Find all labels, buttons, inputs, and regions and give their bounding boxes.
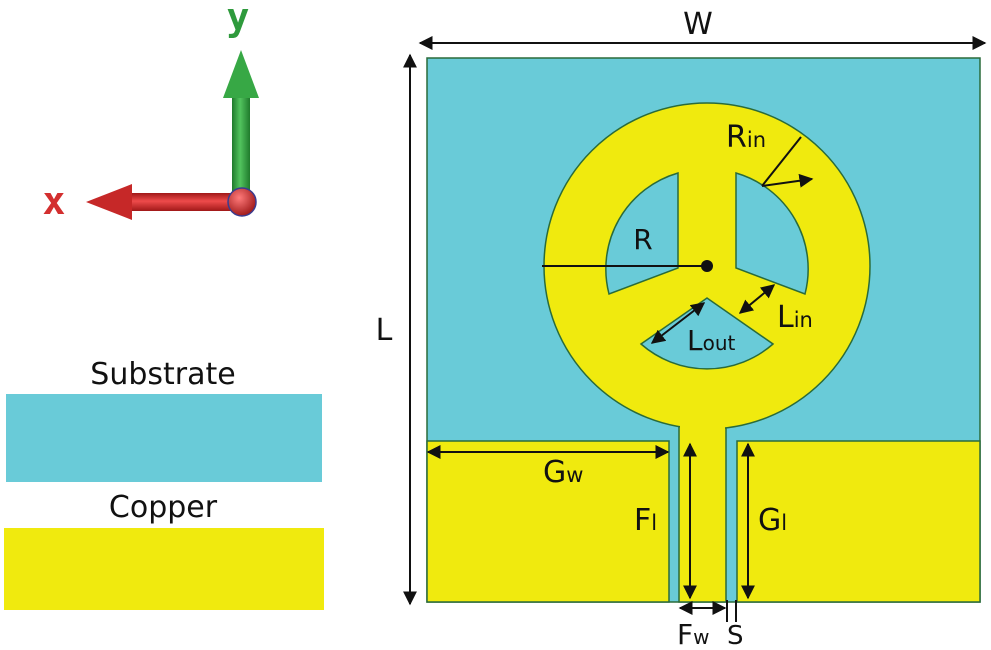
dimension-labels: W L Rin R Lin Lout Gw Fl Gl Fw S (376, 7, 813, 650)
label-Lin: Lin (777, 300, 813, 335)
label-Lout: Lout (687, 324, 736, 357)
label-Fw: Fw (677, 618, 709, 650)
x-axis-arrow-shaft (128, 193, 236, 211)
center-point (701, 260, 713, 272)
label-Gw: Gw (543, 455, 583, 490)
dim-line-Lout (650, 302, 706, 344)
feed-junction (680, 400, 725, 430)
legend-swatch-copper (4, 528, 324, 610)
slot-bottom (639, 297, 775, 370)
label-L: L (376, 313, 393, 348)
legend-swatch-substrate (6, 394, 322, 482)
slot-left (605, 172, 679, 295)
feed-line (678, 411, 727, 603)
x-axis-arrowhead (86, 184, 132, 220)
y-axis-arrowhead (223, 50, 259, 98)
label-W: W (683, 7, 713, 42)
slot-right (735, 172, 809, 295)
label-R: R (633, 223, 652, 256)
ground-plane-right (736, 440, 981, 603)
dim-line-Lin (738, 284, 776, 314)
dimension-lines (403, 36, 987, 622)
x-axis-label: x (43, 179, 66, 223)
y-axis-label: y (227, 0, 250, 39)
ground-plane-left (426, 440, 670, 603)
dim-line-Rin (761, 136, 802, 187)
label-Gl: Gl (758, 503, 787, 538)
legend-label-substrate: Substrate (90, 357, 235, 392)
material-legend: Substrate Copper (4, 357, 324, 610)
legend-label-copper: Copper (109, 490, 218, 525)
label-S: S (727, 621, 744, 650)
label-Fl: Fl (634, 503, 657, 538)
antenna-geometry (426, 57, 981, 603)
axis-triad: y x (43, 0, 259, 223)
axis-origin-ball (227, 187, 257, 217)
y-axis-arrow-shaft (232, 96, 250, 196)
dim-line-Rin-pointer (761, 173, 814, 188)
label-Rin: Rin (726, 120, 766, 155)
